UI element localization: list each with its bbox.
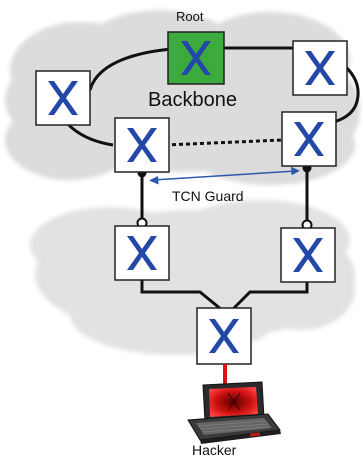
backbone-cloud [5,10,360,185]
switch-backbone-right-top[interactable] [292,40,348,96]
switch-edge[interactable] [196,307,252,365]
switch-backbone-bottom-left[interactable] [114,117,170,173]
backbone-label: Backbone [148,89,237,111]
switch-access-right[interactable] [280,227,336,283]
tcn-guard-label: TCN Guard [172,188,244,204]
switch-access-left[interactable] [114,225,170,281]
link-right-to-edge [230,280,309,312]
hacker-laptop-icon[interactable] [187,381,281,444]
blocked-link [164,138,284,147]
switch-backbone-left[interactable] [35,70,91,126]
switch-root[interactable] [167,31,225,85]
link-left-to-edge [140,278,223,312]
switch-backbone-bottom-right[interactable] [281,111,337,167]
hacker-label: Hacker [192,442,237,458]
root-label: Root [176,9,204,24]
tcn-guard-arrow [149,166,300,185]
